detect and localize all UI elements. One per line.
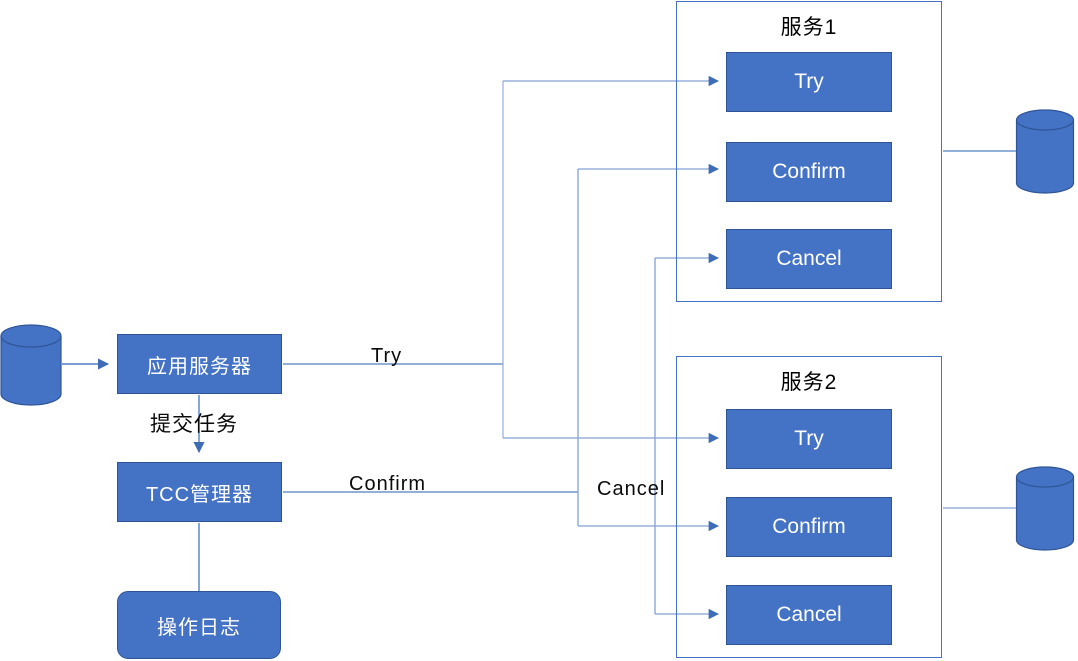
tcc-manager-node: TCC管理器	[117, 462, 282, 522]
service2-confirm-label: Confirm	[772, 515, 846, 538]
service1-try-box: Try	[726, 52, 892, 112]
database-icon	[1015, 466, 1075, 551]
database-icon	[1015, 109, 1075, 194]
service2-cancel-label: Cancel	[776, 603, 842, 626]
confirm-edge-label: Confirm	[349, 473, 427, 495]
service2-panel: 服务2 Try Confirm Cancel	[676, 356, 942, 658]
submit-task-edge-label: 提交任务	[150, 413, 238, 436]
try-edge-label: Try	[371, 345, 403, 367]
service2-try-box: Try	[726, 409, 892, 469]
service1-try-label: Try	[794, 70, 824, 93]
service1-cancel-box: Cancel	[726, 229, 892, 289]
operation-log-node: 操作日志	[117, 591, 281, 659]
service1-title: 服务1	[780, 16, 838, 39]
service1-panel: 服务1 Try Confirm Cancel	[676, 1, 942, 302]
service2-title: 服务2	[780, 371, 838, 394]
tcc-manager-label: TCC管理器	[145, 483, 254, 506]
service1-confirm-box: Confirm	[726, 142, 892, 202]
cancel-edge-label: Cancel	[597, 478, 666, 500]
app-server-label: 应用服务器	[147, 355, 252, 378]
operation-log-label: 操作日志	[157, 616, 241, 639]
service2-confirm-box: Confirm	[726, 497, 892, 557]
app-server-node: 应用服务器	[117, 334, 282, 394]
service1-confirm-label: Confirm	[772, 160, 846, 183]
service2-cancel-box: Cancel	[726, 585, 892, 645]
service1-cancel-label: Cancel	[776, 247, 842, 270]
database-icon	[0, 324, 62, 406]
service2-try-label: Try	[794, 427, 824, 450]
